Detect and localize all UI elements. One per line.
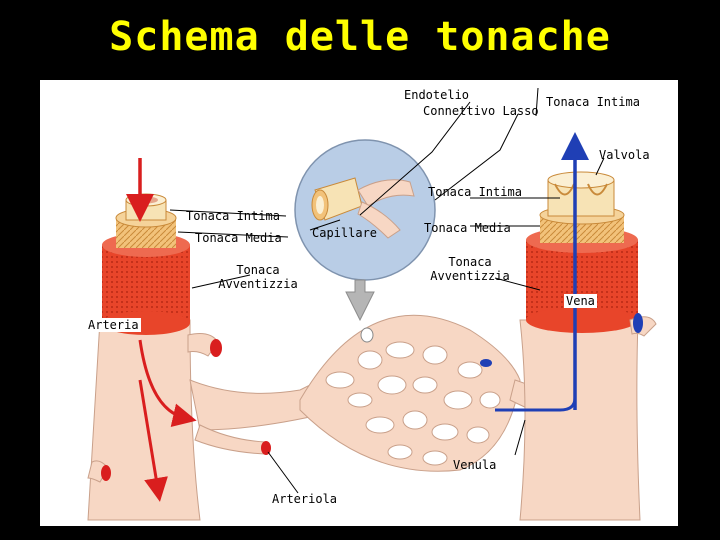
vessel-diagram [87, 87, 657, 521]
label-tonaca-media-left: Tonaca Media [195, 231, 282, 245]
up-arrow [345, 279, 375, 322]
capillary-bed [299, 314, 561, 472]
artery-lumen [134, 196, 158, 204]
label-arteriola: Arteriola [272, 492, 338, 506]
label-arteria: Arteria [86, 318, 141, 332]
vein [495, 132, 657, 521]
label-tonaca-intima-right: Tonaca Intima [428, 185, 522, 199]
leader-lines [169, 87, 605, 494]
label-valvola: Valvola [599, 148, 650, 162]
artery-body [87, 319, 201, 521]
vein-branch-arrow [495, 397, 577, 412]
label-tonaca-media-right: Tonaca Media [424, 221, 511, 235]
label-endotelio: Endotelio [404, 88, 470, 102]
label-tonaca-avventizzia-right-2: Avventizzia [430, 269, 510, 283]
label-tonaca-avventizzia-right: Tonaca Avventizzia [420, 255, 520, 283]
arteriole [194, 424, 266, 455]
diagram-panel: Endotelio Connettivo Lasso Tonaca Intima… [40, 80, 678, 526]
label-venula: Venula [453, 458, 497, 472]
label-tonaca-avventizzia-right-1: Tonaca [448, 255, 492, 269]
artery [87, 158, 341, 521]
slide-title: Schema delle tonache [109, 14, 611, 60]
artery-flow-arrow-2 [138, 379, 168, 502]
label-tonaca-avventizzia-left-2: Avventizzia [218, 277, 298, 291]
label-tonaca-avventizzia-left-1: Tonaca [236, 263, 280, 277]
valve [554, 183, 608, 196]
label-tonaca-avventizzia-left: Tonaca Avventizzia [208, 263, 308, 291]
label-tonaca-intima-top: Tonaca Intima [546, 95, 640, 109]
label-capillare: Capillare [312, 226, 378, 240]
artery-flow-arrow-1 [138, 339, 197, 428]
artery-adventitia [102, 245, 190, 323]
vein-body [519, 319, 641, 521]
label-vena: Vena [564, 294, 597, 308]
label-connettivo-lasso: Connettivo Lasso [423, 104, 539, 118]
label-tonaca-intima-left: Tonaca Intima [186, 209, 280, 223]
